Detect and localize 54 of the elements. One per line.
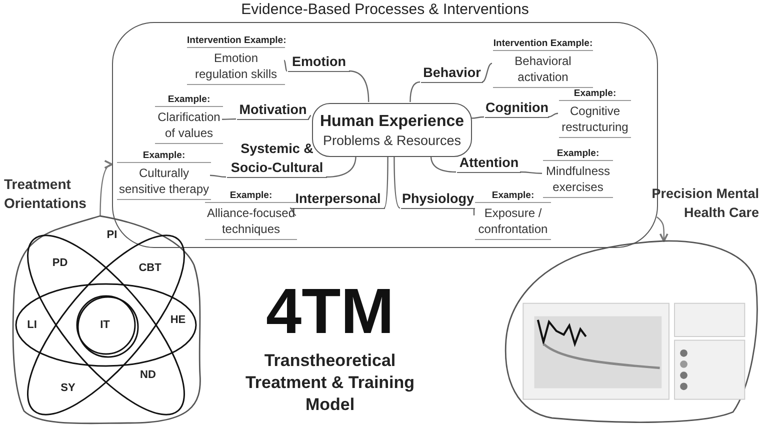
example-text: Emotion regulation skills <box>187 48 285 85</box>
branch-label: Attention <box>457 151 521 173</box>
orientation-label: LI <box>27 319 37 331</box>
example-text: Alliance-focused techniques <box>205 203 297 240</box>
arrow <box>656 216 668 242</box>
example-text: Clarification of values <box>155 107 223 144</box>
connector-line <box>326 156 356 178</box>
branch-label: Interpersonal <box>291 187 385 209</box>
example-heading: Example: <box>155 94 223 107</box>
branch-label: Physiology <box>401 187 475 209</box>
connector-line <box>222 118 236 120</box>
connector-line <box>394 156 400 209</box>
connector-line <box>473 208 475 216</box>
orientation-label: ND <box>140 369 156 381</box>
orientation-label: SY <box>60 382 76 394</box>
orientation-label: IT <box>100 319 110 331</box>
connector-line <box>308 115 312 120</box>
example-text: Cognitive restructuring <box>559 101 631 138</box>
connector-line <box>520 171 542 174</box>
model-acronym: 4TM <box>265 276 395 346</box>
panel-heading: Evidence-Based Processes & Interventions <box>240 1 530 18</box>
example-text: Mindfulness exercises <box>543 161 613 198</box>
connector-line <box>348 70 370 102</box>
connector-line <box>470 116 484 119</box>
connector-line <box>430 156 456 173</box>
orientation-label: HE <box>170 314 186 326</box>
connector-line <box>410 81 420 102</box>
branch-label: Cognition <box>485 96 549 118</box>
example-heading: Example: <box>475 190 551 203</box>
example-heading: Example: <box>559 88 631 101</box>
orientation-label: PD <box>52 257 68 269</box>
region-heading: Treatment Orientations <box>4 175 88 213</box>
example-heading: Intervention Example: <box>493 38 593 51</box>
center-title: Human Experience <box>320 112 464 130</box>
connector-line <box>482 62 492 83</box>
center-box <box>312 103 472 157</box>
example-text: Exposure / confrontation <box>475 203 551 240</box>
example-heading: Example: <box>543 148 613 161</box>
example-heading: Intervention Example: <box>187 35 285 48</box>
connector-line <box>290 207 296 216</box>
orientation-label: CBT <box>138 262 162 274</box>
branch-label: Behavior <box>421 61 483 83</box>
example-text: Culturally sensitive therapy <box>117 163 211 200</box>
connector-line <box>548 112 558 118</box>
example-heading: Example: <box>117 150 211 163</box>
arrow <box>100 161 113 216</box>
connector-line <box>210 174 226 178</box>
example-text: Behavioral activation <box>493 51 593 88</box>
branch-label: Motivation <box>237 98 309 120</box>
connector-line <box>384 156 388 208</box>
connector-line <box>284 60 288 72</box>
branch-label: Emotion <box>288 52 350 72</box>
orientation-label: PI <box>106 229 118 241</box>
model-name: Transtheoretical Treatment & Training Model <box>244 350 416 416</box>
